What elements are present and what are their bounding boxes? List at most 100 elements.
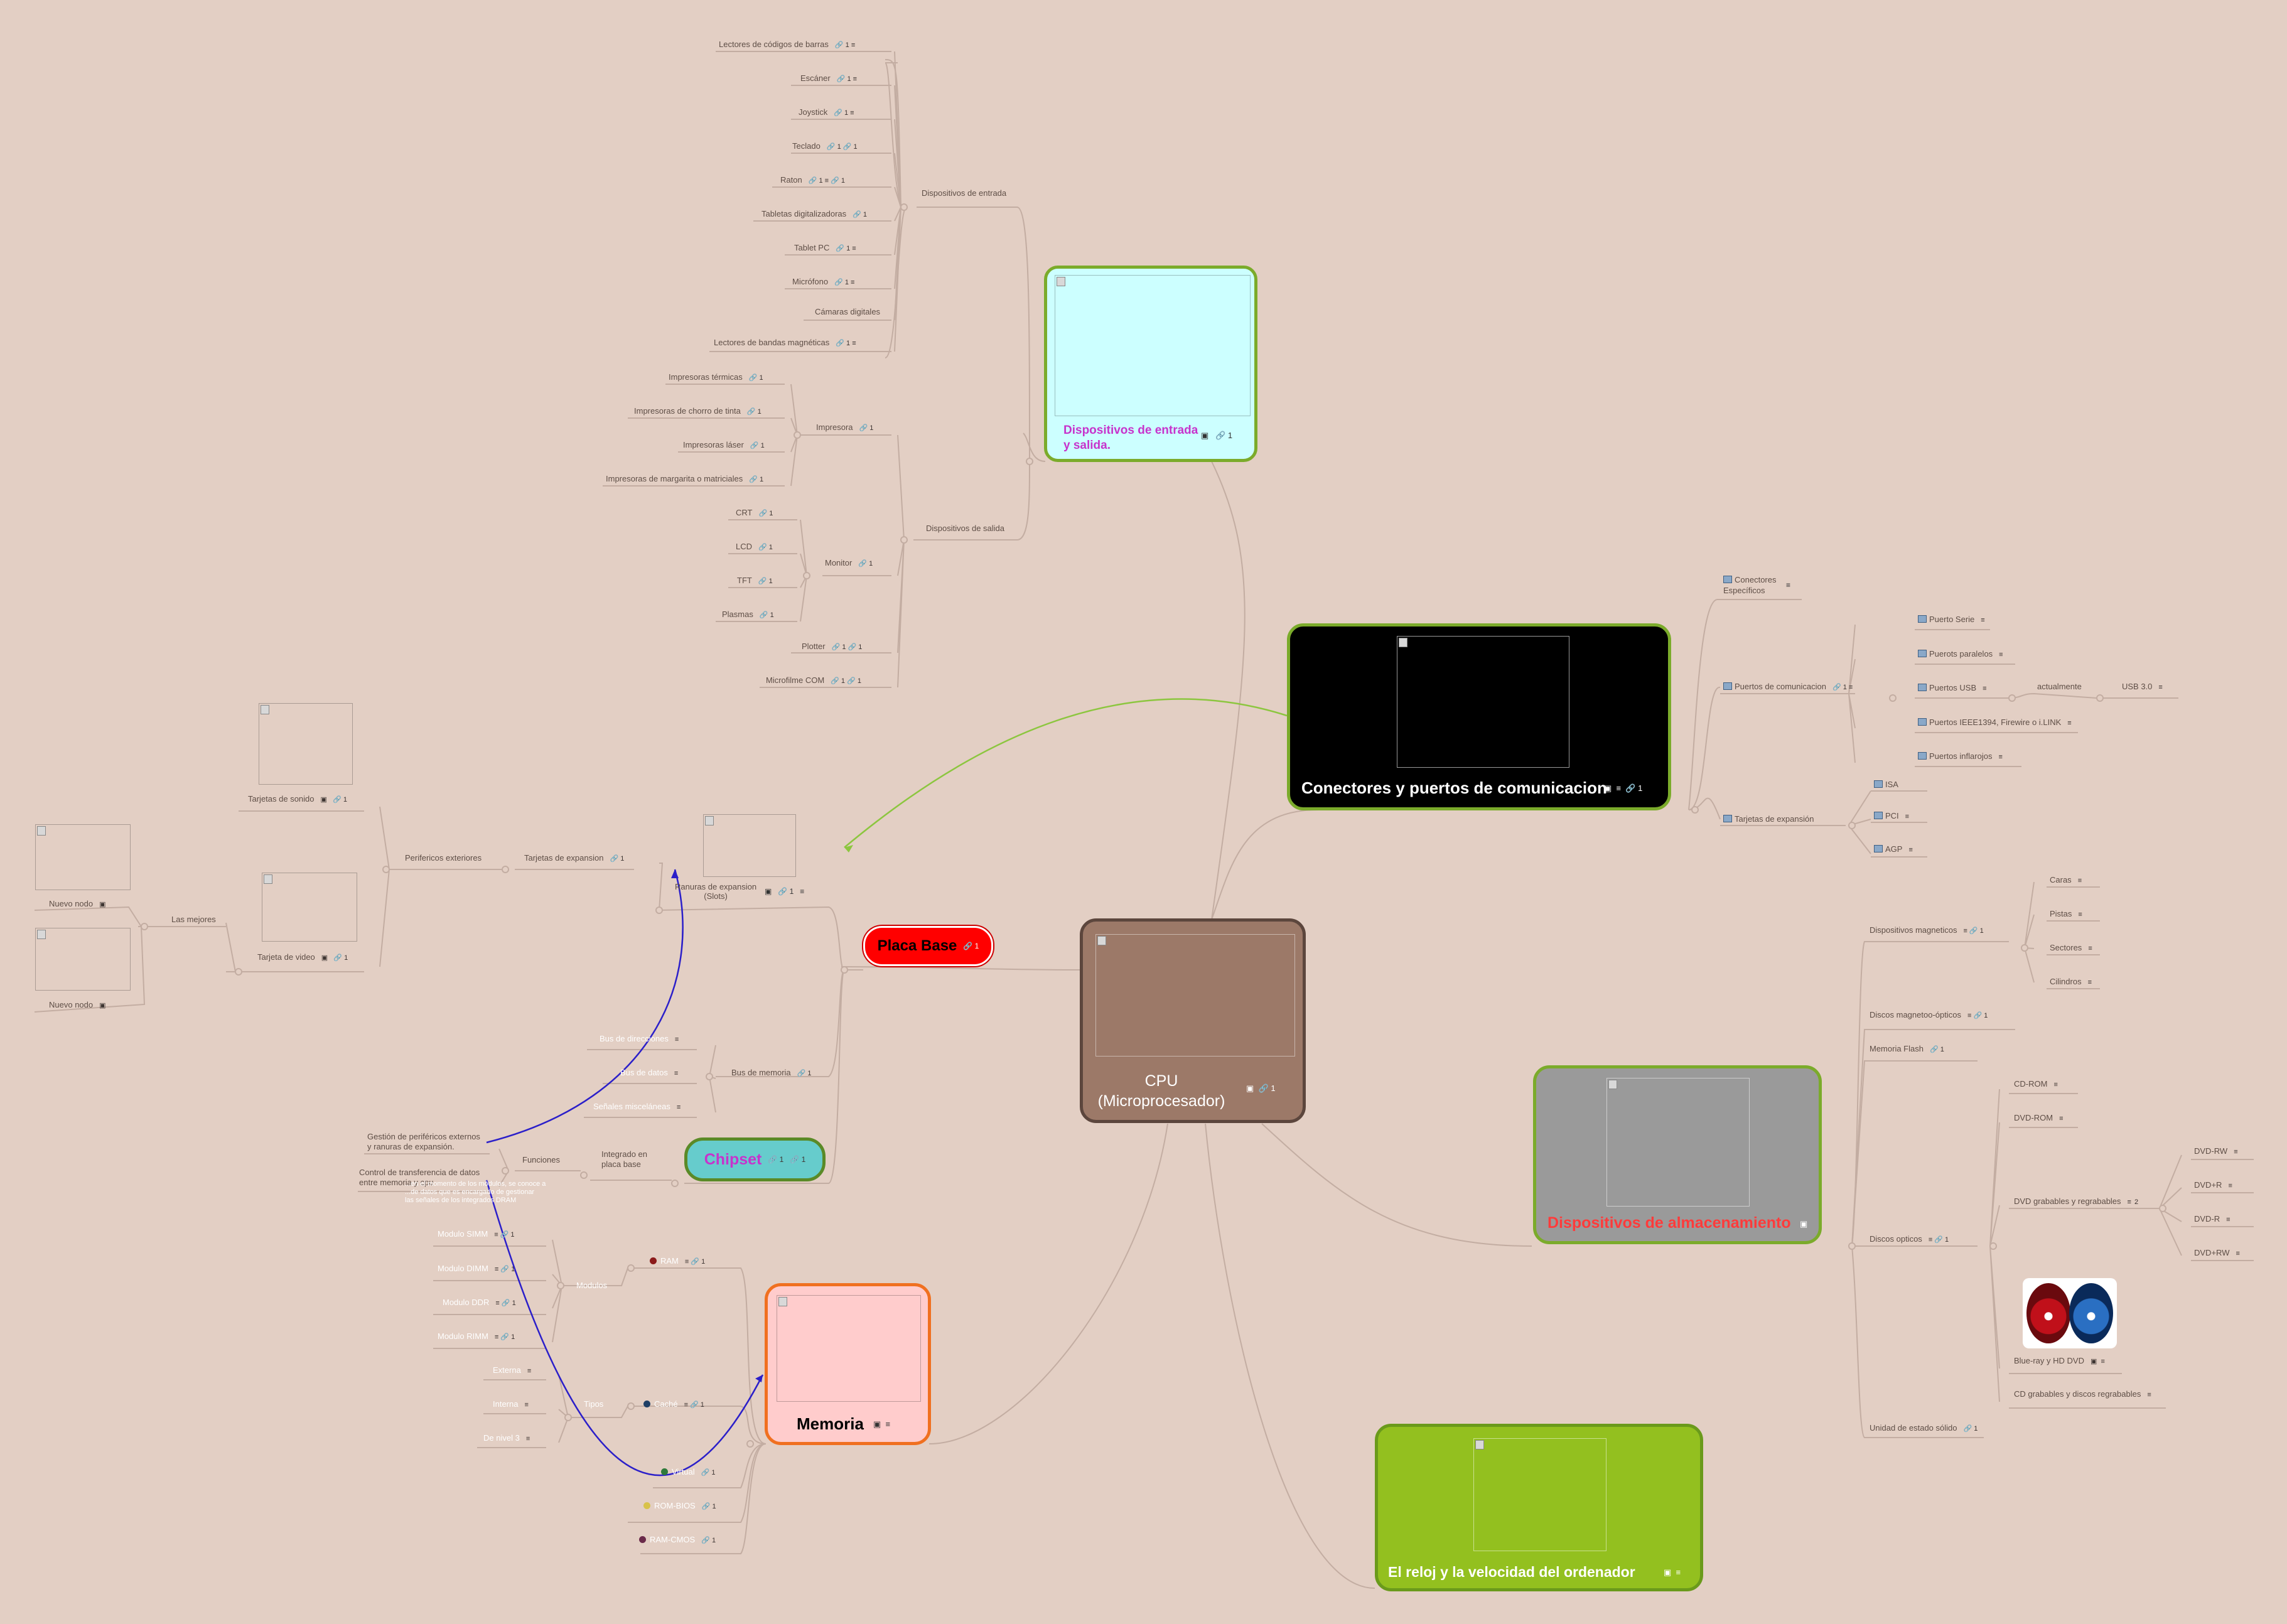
node-ram-cmos[interactable]: RAM-CMOS🔗 1 — [639, 1535, 716, 1546]
node-tarjetas-expansion-placa[interactable]: Tarjetas de expansion🔗 1 — [524, 853, 625, 863]
dvd-item[interactable]: DVD-RW≡ — [2194, 1146, 2238, 1156]
entrada-item[interactable]: Micrófono🔗 1 ≡ — [792, 277, 855, 286]
monitor-item[interactable]: LCD🔗 1 — [736, 542, 773, 551]
entrada-item[interactable]: Lectores de códigos de barras🔗 1 ≡ — [719, 40, 856, 49]
node-nuevo-nodo-1[interactable]: Nuevo nodo▣ — [49, 899, 106, 908]
optico-item[interactable]: DVD-ROM≡ — [2014, 1113, 2064, 1122]
impresora-item[interactable]: Impresoras de margarita o matriciales🔗 1 — [606, 474, 764, 483]
modulo-item[interactable]: Modulo DIMM≡ 🔗 1 — [438, 1264, 515, 1273]
impresora-item[interactable]: Impresoras láser🔗 1 — [683, 440, 765, 449]
node-plotter[interactable]: Plotter🔗 1 🔗 1 — [802, 642, 863, 651]
monitor-item[interactable]: CRT🔗 1 — [736, 508, 773, 517]
magnetico-item[interactable]: Caras≡ — [2050, 875, 2082, 885]
node-las-mejores[interactable]: Las mejores — [171, 915, 216, 924]
node-nuevo-nodo-2[interactable]: Nuevo nodo▣ — [49, 1000, 106, 1009]
node-funciones[interactable]: Funciones — [522, 1155, 560, 1164]
node-bus-memoria[interactable]: Bus de memoria🔗 1 — [731, 1068, 812, 1077]
topic-conectores-puertos[interactable]: Conectores y puertos de comunicacion ▣ ≡… — [1287, 623, 1671, 810]
modulo-item[interactable]: Modulo RIMM≡ 🔗 1 — [438, 1331, 515, 1341]
io-title: Dispositivos de entrada y salida. — [1063, 424, 1198, 452]
tarjeta-item[interactable]: AGP≡ — [1874, 844, 1913, 855]
bus-item[interactable]: Bus de direcciones≡ — [600, 1034, 679, 1043]
node-virtual[interactable]: Virtual🔗 1 — [661, 1467, 716, 1478]
optico-item[interactable]: CD-ROM≡ — [2014, 1079, 2058, 1089]
tarjeta-item[interactable]: ISA — [1874, 780, 1898, 790]
magnetico-item[interactable]: Sectores≡ — [2050, 943, 2092, 952]
node-magneto-opticos[interactable]: Discos magnetoo-ópticos≡ 🔗 1 — [1870, 1010, 1988, 1019]
puerto-item[interactable]: Puertos inflarojos≡ — [1918, 751, 2003, 762]
node-dispositivos-magneticos[interactable]: Dispositivos magneticos≡ 🔗 1 — [1870, 925, 1984, 935]
tipo-item[interactable]: Externa≡ — [493, 1365, 532, 1375]
node-cd-grabables[interactable]: CD grabables y discos regrabables≡ — [2014, 1389, 2151, 1399]
node-gestion-perifericos[interactable]: Gestión de periféricos externos y ranura… — [367, 1132, 480, 1151]
node-perifericos-exteriores[interactable]: Perifericos exteriores — [405, 853, 482, 863]
node-control-transferencia[interactable]: Control de transferencia de datos entre … — [359, 1168, 480, 1187]
node-discos-opticos[interactable]: Discos opticos≡ 🔗 1 — [1870, 1234, 1949, 1244]
dvd-item[interactable]: DVD+RW≡ — [2194, 1248, 2240, 1257]
node-monitor[interactable]: Monitor🔗 1 — [825, 558, 873, 567]
topic-chipset[interactable]: Chipset 🔗 1 🔗 1 — [684, 1137, 826, 1181]
node-tipos[interactable]: Tipos — [584, 1399, 604, 1409]
topic-reloj[interactable]: El reloj y la velocidad del ordenador ▣ … — [1375, 1424, 1703, 1591]
node-cache[interactable]: Caché≡ 🔗 1 — [643, 1399, 704, 1410]
topic-dispositivos-entrada-salida[interactable]: Dispositivos de entrada y salida. ▣ 🔗 1 — [1044, 266, 1257, 462]
entrada-item[interactable]: Tablet PC🔗 1 ≡ — [794, 243, 856, 252]
magnetico-item[interactable]: Cilindros≡ — [2050, 977, 2092, 986]
chipset-icons: 🔗 1 🔗 1 — [768, 1155, 806, 1164]
node-estado-solido[interactable]: Unidad de estado sólido🔗 1 — [1870, 1423, 1978, 1433]
node-dispositivos-salida[interactable]: Dispositivos de salida — [926, 524, 1005, 533]
node-integrado-placa[interactable]: Integrado en placa base — [601, 1149, 648, 1169]
cpu-title: CPU (Microprocesador) — [1097, 1072, 1225, 1110]
modulo-item[interactable]: Modulo DDR≡ 🔗 1 — [443, 1298, 516, 1307]
node-tarjeta-video[interactable]: Tarjeta de video▣ 🔗 1 — [257, 952, 348, 962]
ports-title: Conectores y puertos de comunicacion — [1301, 778, 1607, 797]
entrada-item[interactable]: Escáner🔗 1 ≡ — [800, 73, 858, 83]
node-tarjetas-sonido[interactable]: Tarjetas de sonido▣ 🔗 1 — [248, 794, 347, 804]
node-modulos[interactable]: Modulos — [576, 1281, 608, 1290]
topic-almacenamiento[interactable]: Dispositivos de almacenamiento ▣ — [1533, 1065, 1822, 1244]
dvd-item[interactable]: DVD+R≡ — [2194, 1180, 2232, 1190]
entrada-item[interactable]: Lectores de bandas magnéticas🔗 1 ≡ — [714, 338, 856, 347]
monitor-item[interactable]: TFT🔗 1 — [737, 576, 773, 585]
node-impresora[interactable]: Impresora🔗 1 — [816, 422, 874, 432]
node-bluray[interactable]: Blue-ray y HD DVD▣ ≡ — [2014, 1356, 2105, 1365]
node-memoria-flash[interactable]: Memoria Flash🔗 1 — [1870, 1044, 1944, 1053]
almacen-title: Dispositivos de almacenamiento — [1547, 1214, 1791, 1232]
entrada-item[interactable]: Joystick🔗 1 ≡ — [799, 107, 854, 117]
tarjeta-item[interactable]: PCI≡ — [1874, 811, 1909, 822]
node-usb3[interactable]: USB 3.0≡ — [2122, 682, 2163, 691]
node-ram[interactable]: RAM≡ 🔗 1 — [650, 1256, 705, 1267]
entrada-item[interactable]: Cámaras digitales — [815, 307, 881, 316]
puerto-item[interactable]: Puerto Serie≡ — [1918, 615, 1985, 625]
bus-item[interactable]: Bus de datos≡ — [620, 1068, 679, 1077]
puerto-item[interactable]: Puerots paralelos≡ — [1918, 649, 2003, 660]
node-actualmente[interactable]: actualmente — [2037, 682, 2082, 691]
node-microfilme[interactable]: Microfilme COM🔗 1 🔗 1 — [766, 675, 861, 685]
node-tarjetas-expansion[interactable]: Tarjetas de expansión — [1723, 814, 1814, 824]
node-rom-bios[interactable]: ROM-BIOS🔗 1 — [643, 1501, 716, 1512]
bus-item[interactable]: Señales misceláneas≡ — [593, 1102, 681, 1111]
entrada-item[interactable]: Teclado🔗 1 🔗 1 — [792, 141, 858, 151]
puerto-item[interactable]: Puertos USB≡ — [1918, 683, 1987, 694]
impresora-item[interactable]: Impresoras de chorro de tinta🔗 1 — [634, 406, 761, 416]
node-ranuras-expansion[interactable]: Ranuras de expansion (Slots) — [675, 882, 757, 901]
puerto-item[interactable]: Puertos IEEE1394, Firewire o i.LINK≡ — [1918, 718, 2072, 728]
dvd-item[interactable]: DVD-R≡ — [2194, 1214, 2230, 1223]
entrada-item[interactable]: Raton🔗 1 ≡ 🔗 1 — [780, 175, 845, 185]
entrada-item[interactable]: Tabletas digitalizadoras🔗 1 — [761, 209, 868, 218]
magnetico-item[interactable]: Pistas≡ — [2050, 909, 2082, 918]
monitor-item[interactable]: Plasmas🔗 1 — [722, 610, 774, 619]
tipo-item[interactable]: Interna≡ — [493, 1399, 529, 1409]
modulo-item[interactable]: Modulo SIMM≡ 🔗 1 — [438, 1229, 515, 1239]
cpu-central-topic[interactable]: CPU (Microprocesador) ▣ 🔗 1 — [1080, 918, 1306, 1123]
topic-placa-base[interactable]: Placa Base 🔗 1 — [863, 926, 993, 966]
tipo-item[interactable]: De nivel 3≡ — [483, 1433, 530, 1443]
node-puertos-comunicacion[interactable]: Puertos de comunicacion🔗 1 ≡ — [1723, 682, 1853, 692]
node-dispositivos-entrada[interactable]: Dispositivos de entrada — [922, 188, 1007, 198]
node-dvd-grabables[interactable]: DVD grabables y regrabables≡ 2 — [2014, 1196, 2139, 1206]
topic-memoria[interactable]: Memoria ▣ ≡ — [765, 1283, 931, 1445]
impresora-item[interactable]: Impresoras térmicas🔗 1 — [669, 372, 763, 382]
node-conectores-especificos[interactable]: Conectores Específicos — [1723, 575, 1777, 595]
reloj-title: El reloj y la velocidad del ordenador — [1388, 1564, 1635, 1580]
